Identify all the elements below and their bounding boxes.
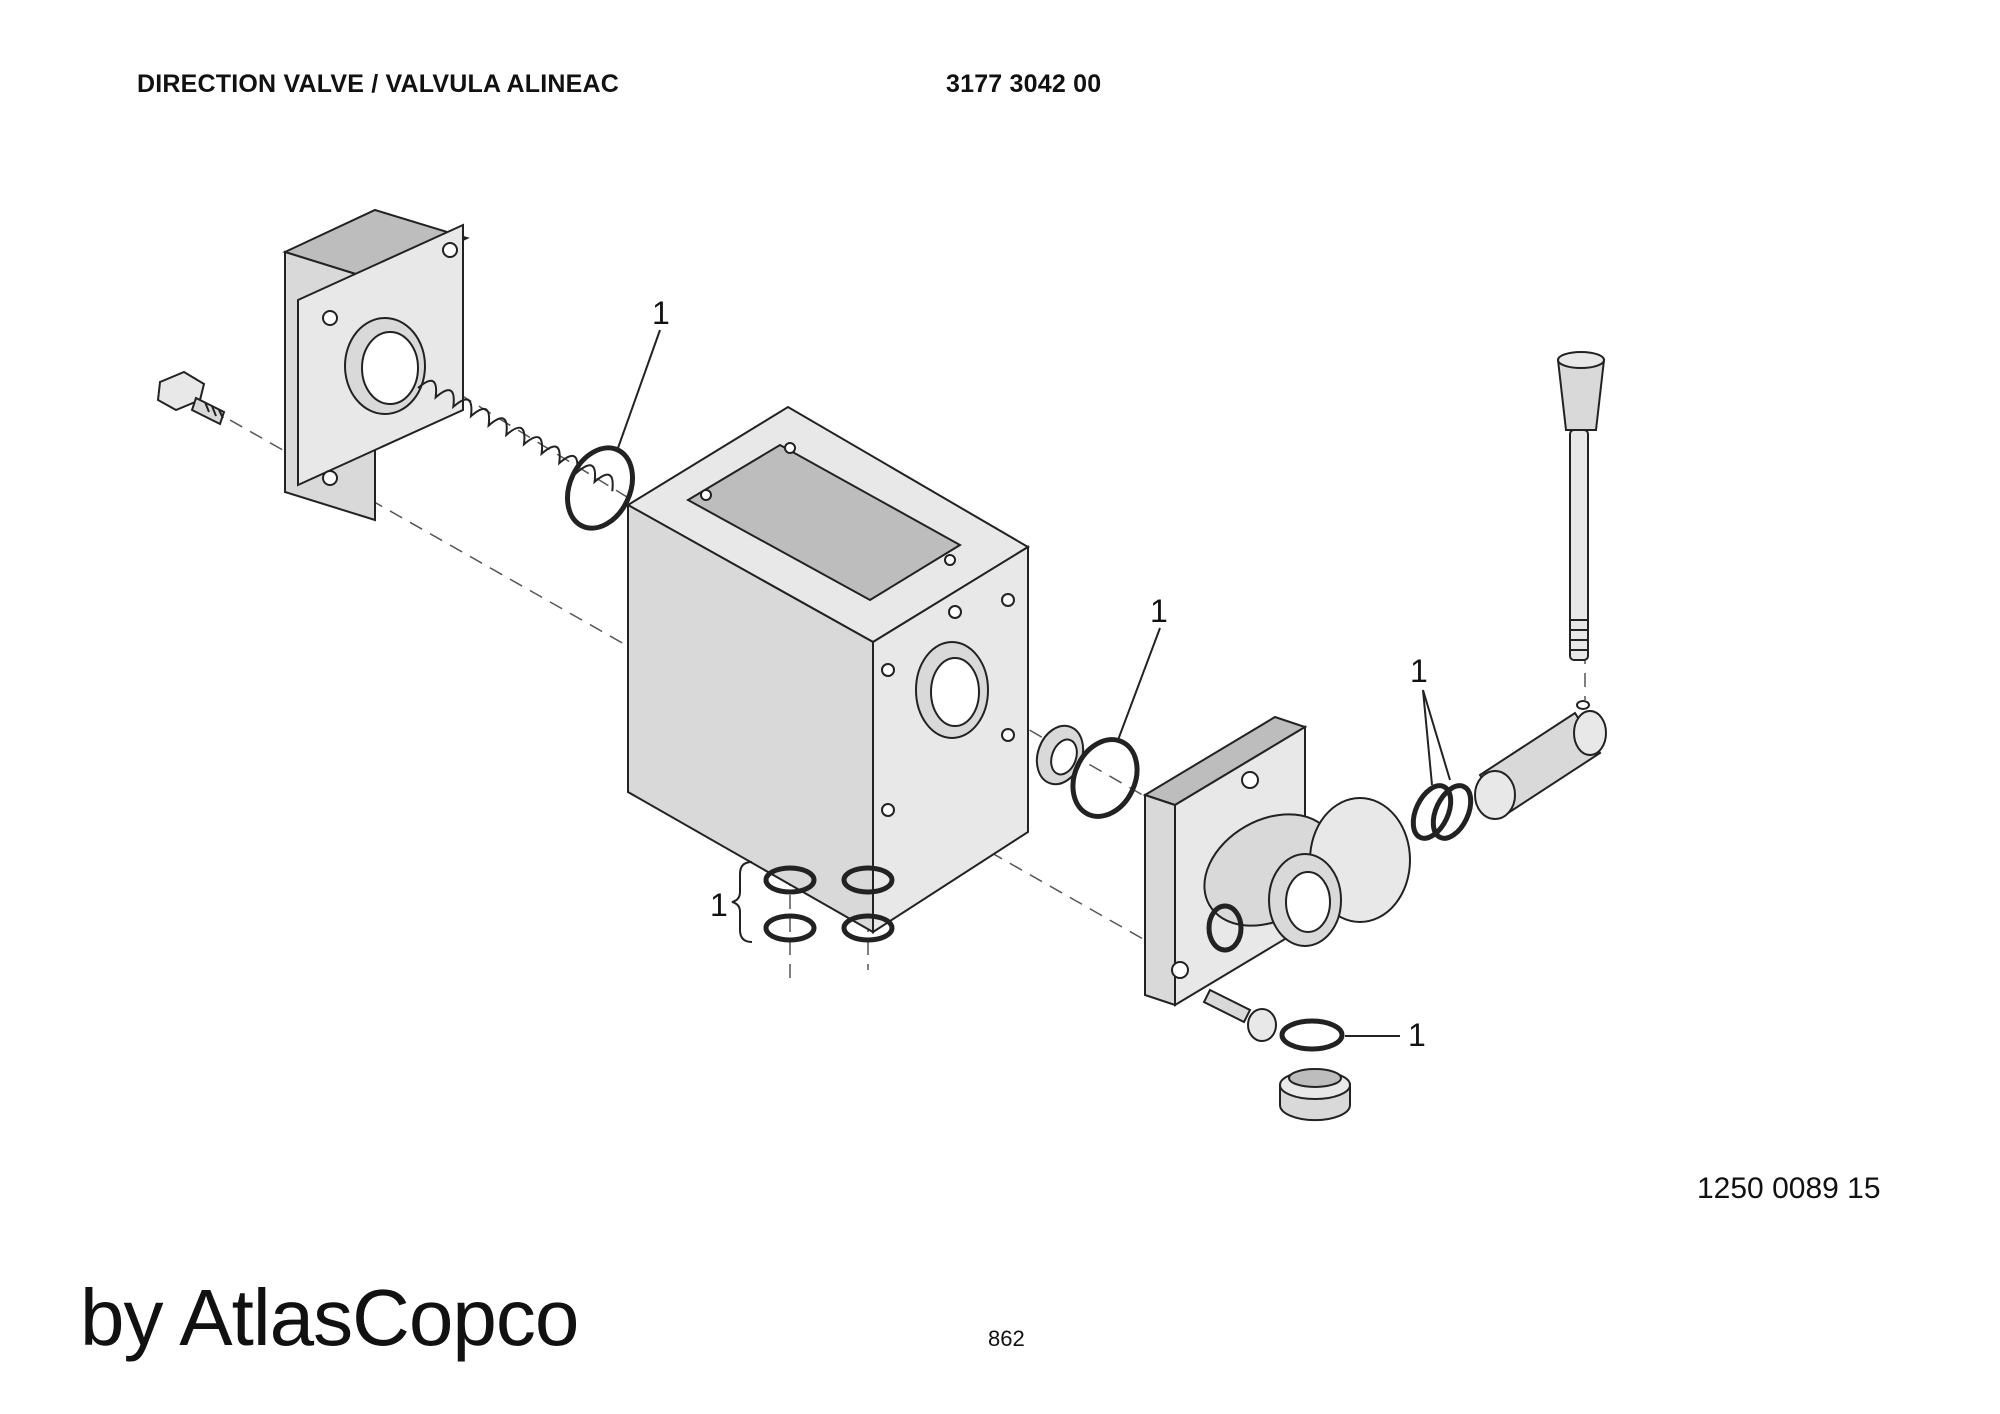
callout-orings-right: 1: [1410, 653, 1428, 689]
callout-oring-left: 1: [652, 295, 670, 331]
spring: [417, 379, 614, 492]
valve-body: [626, 405, 1030, 934]
callout-oring-bottom: 1: [1408, 1017, 1426, 1053]
spare-o-rings: [731, 861, 895, 943]
drawing-title: DIRECTION VALVE / VALVULA ALINEAC: [137, 70, 620, 98]
page-number: 862: [988, 1326, 1025, 1351]
o-ring-bottom: [1279, 1018, 1345, 1052]
o-rings-right: [1410, 783, 1474, 841]
plug: [1279, 1068, 1351, 1122]
callout-spare-orings: 1: [710, 887, 728, 923]
leader-lines: [617, 329, 1451, 1037]
drawing-number: 1250 0089 15: [1697, 1172, 1881, 1205]
right-end-cover: [1142, 715, 1411, 1007]
part-number: 3177 3042 00: [946, 70, 1102, 98]
o-ring-middle: [1070, 737, 1140, 819]
cap-screw-left: [156, 370, 226, 426]
brand-logo-text: by AtlasCopco: [80, 1273, 579, 1362]
cap-screw-right: [1202, 988, 1277, 1042]
actuator-sleeve: [1474, 700, 1607, 820]
lever: [1556, 351, 1606, 661]
callout-oring-middle: 1: [1150, 593, 1168, 629]
left-end-cover: [282, 208, 470, 522]
o-ring-left: [565, 445, 635, 531]
